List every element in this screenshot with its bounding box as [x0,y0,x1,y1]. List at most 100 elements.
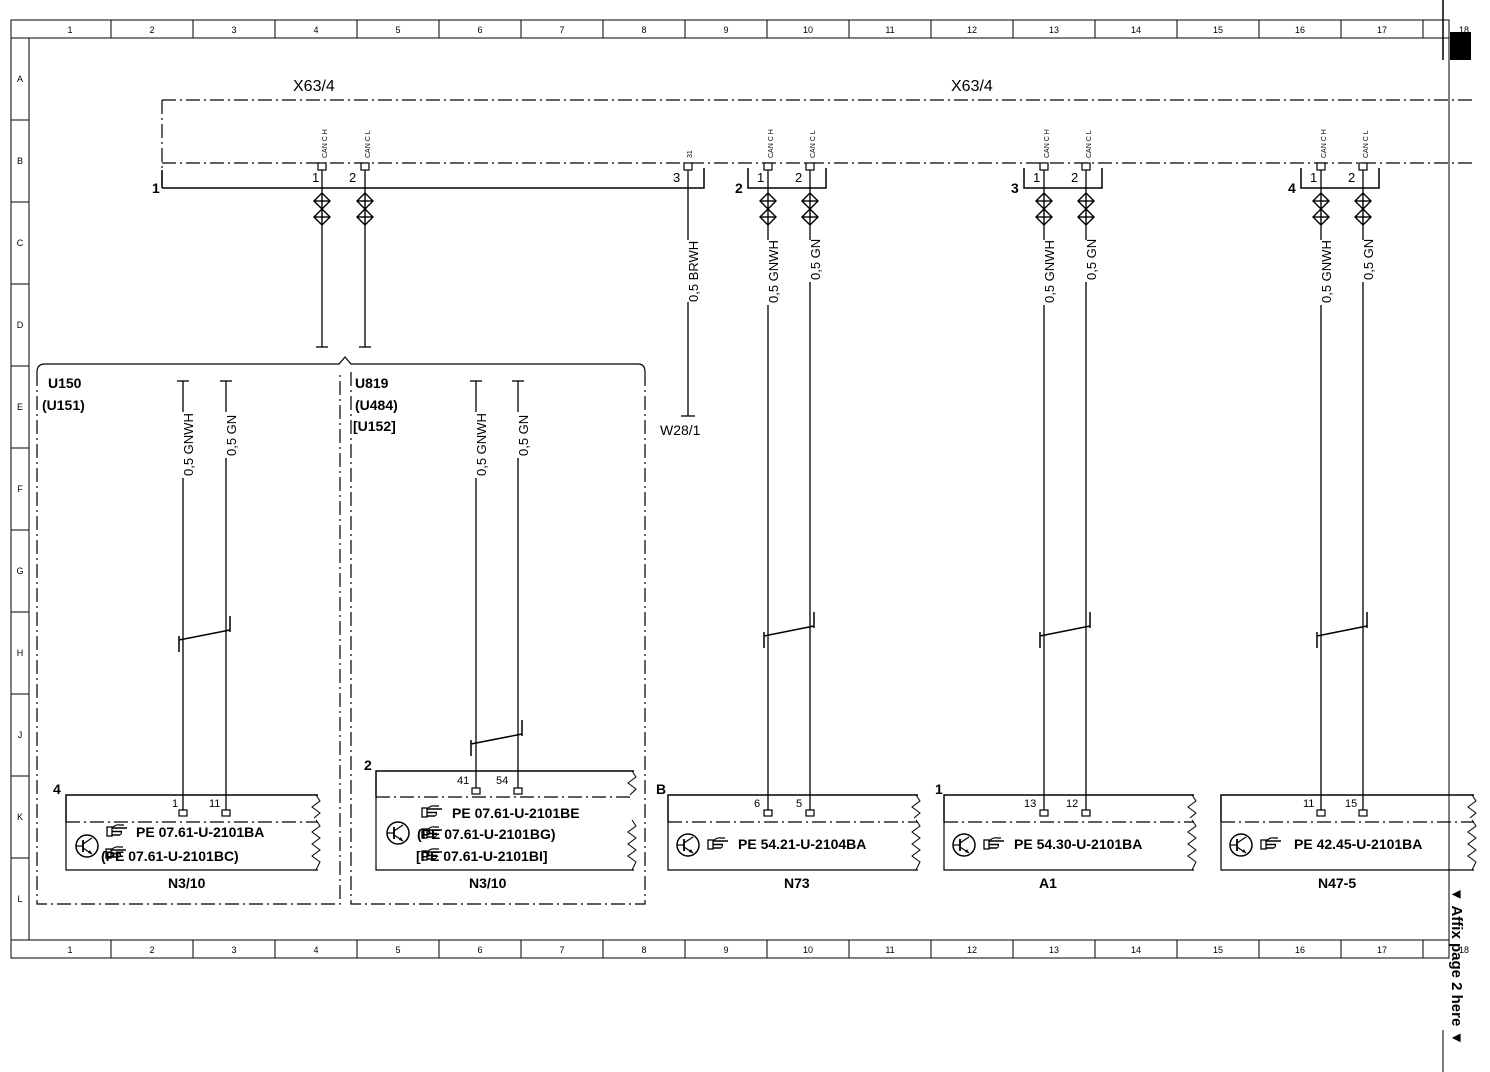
wire-coupling-icon [313,208,331,226]
row-letter: G [16,566,23,576]
wire-label: 0,5 GNWH [474,413,489,476]
column-number: 14 [1131,945,1141,955]
column-number: 14 [1131,25,1141,35]
pin-number: 1 [312,170,319,185]
column-number: 8 [641,25,646,35]
wire-label: 0,5 GN [1084,239,1099,280]
wire-label: 0,5 GNWH [1319,240,1334,303]
pin-label-can-h: CAN C H [322,129,329,158]
variant-left-line2: (U151) [42,397,85,413]
document-reference: PE 07.61-U-2101BE [452,805,580,821]
column-number: 12 [967,25,977,35]
column-number: 16 [1295,25,1305,35]
document-reference: [PE 07.61-U-2101BI] [416,848,548,864]
component-n47-5: 11 15 PE 42.45-U-2101BA N47-5 [1220,794,1477,891]
pin-label-31: 31 [687,150,694,158]
pin-number: 2 [349,170,356,185]
component-number: B [656,781,666,797]
variant-right-line3: [U152] [353,418,396,434]
variant-left-line1: U150 [48,375,82,391]
column-number: 4 [313,25,318,35]
document-reference: PE 07.61-U-2101BA [136,824,264,840]
row-letter: K [17,812,23,822]
component-name: N3/10 [168,875,206,891]
variant-right-line1: U819 [355,375,389,391]
column-number: 6 [477,25,482,35]
row-letter: E [17,402,23,412]
document-reference: PE 54.21-U-2104BA [738,836,866,852]
pin-number: 6 [754,798,760,810]
column-number: 10 [803,25,813,35]
pin-number: 1 [1033,170,1040,185]
row-letter: B [17,156,23,166]
pin-number: 1 [172,798,178,810]
transistor-icon [75,834,99,858]
group-number-1: 1 [152,180,160,196]
column-number: 16 [1295,945,1305,955]
column-number: 4 [313,945,318,955]
transistor-icon [676,833,700,857]
column-number: 11 [885,25,894,35]
wire-label: 0,5 BRWH [686,241,701,302]
component-name: N47-5 [1318,875,1356,891]
pin-label-can-h: CAN C H [1044,129,1051,158]
column-number: 1 [67,945,72,955]
group-number-2: 2 [735,180,743,196]
ground-label: W28/1 [660,422,701,438]
column-number: 10 [803,945,813,955]
wire-coupling-icon [356,192,374,210]
component-number: 4 [53,781,61,797]
pin-label-can-l: CAN C L [1086,130,1093,158]
wire-coupling-icon [1354,208,1372,226]
wire-label: 0,5 GNWH [181,413,196,476]
wire-couplings [313,192,1372,226]
wire-coupling-icon [759,192,777,210]
pin-number: 13 [1024,798,1036,810]
pointing-hand-icon [421,805,443,818]
pin-number: 54 [496,775,508,787]
pin-number: 41 [457,775,469,787]
pin-label-can-l: CAN C L [365,130,372,158]
wire-coupling-icon [1077,192,1095,210]
wire-label: 0,5 GN [808,239,823,280]
wire-coupling-icon [759,208,777,226]
pin-number: 12 [1066,798,1078,810]
page-marker [1450,32,1471,60]
document-reference: PE 54.30-U-2101BA [1014,836,1142,852]
connector-label-left: X63/4 [293,78,335,95]
document-reference: (PE 07.61-U-2101BC) [101,848,239,864]
pointing-hand-icon [707,837,729,850]
pin-label-can-l: CAN C L [810,130,817,158]
wire-coupling-icon [1035,208,1053,226]
column-number: 5 [395,25,400,35]
column-number: 1 [67,25,72,35]
pin-number: 2 [1071,170,1078,185]
pin-number: 2 [795,170,802,185]
component-number: 1 [935,781,943,797]
document-reference: PE 42.45-U-2101BA [1294,836,1422,852]
row-letter: J [18,730,23,740]
component-name: A1 [1039,875,1057,891]
wire-label: 0,5 GN [516,415,531,456]
connector-x63-4: X63/4 X63/4 1 1 2 3 CAN C H CAN C L 31 2… [152,78,1475,196]
wire-coupling-icon [356,208,374,226]
pointing-hand-icon [1260,837,1282,850]
component-number: 2 [364,757,372,773]
column-number: 3 [231,25,236,35]
pin-number: 15 [1345,798,1357,810]
component-n3-10-left: 4 1 11 PE 07.61-U-2101BA (PE 07.61-U-210… [53,781,321,891]
wire-coupling-icon [1354,192,1372,210]
column-number: 2 [149,945,154,955]
column-number: 7 [559,25,564,35]
column-number: 13 [1049,945,1059,955]
component-name: N73 [784,875,810,891]
row-letter: H [17,648,24,658]
affix-note: ▼ Affix page 2 here ▼ [1448,887,1465,1045]
wire-coupling-icon [313,192,331,210]
column-number: 3 [231,945,236,955]
column-number: 13 [1049,25,1059,35]
column-number: 7 [559,945,564,955]
column-number: 17 [1377,945,1387,955]
